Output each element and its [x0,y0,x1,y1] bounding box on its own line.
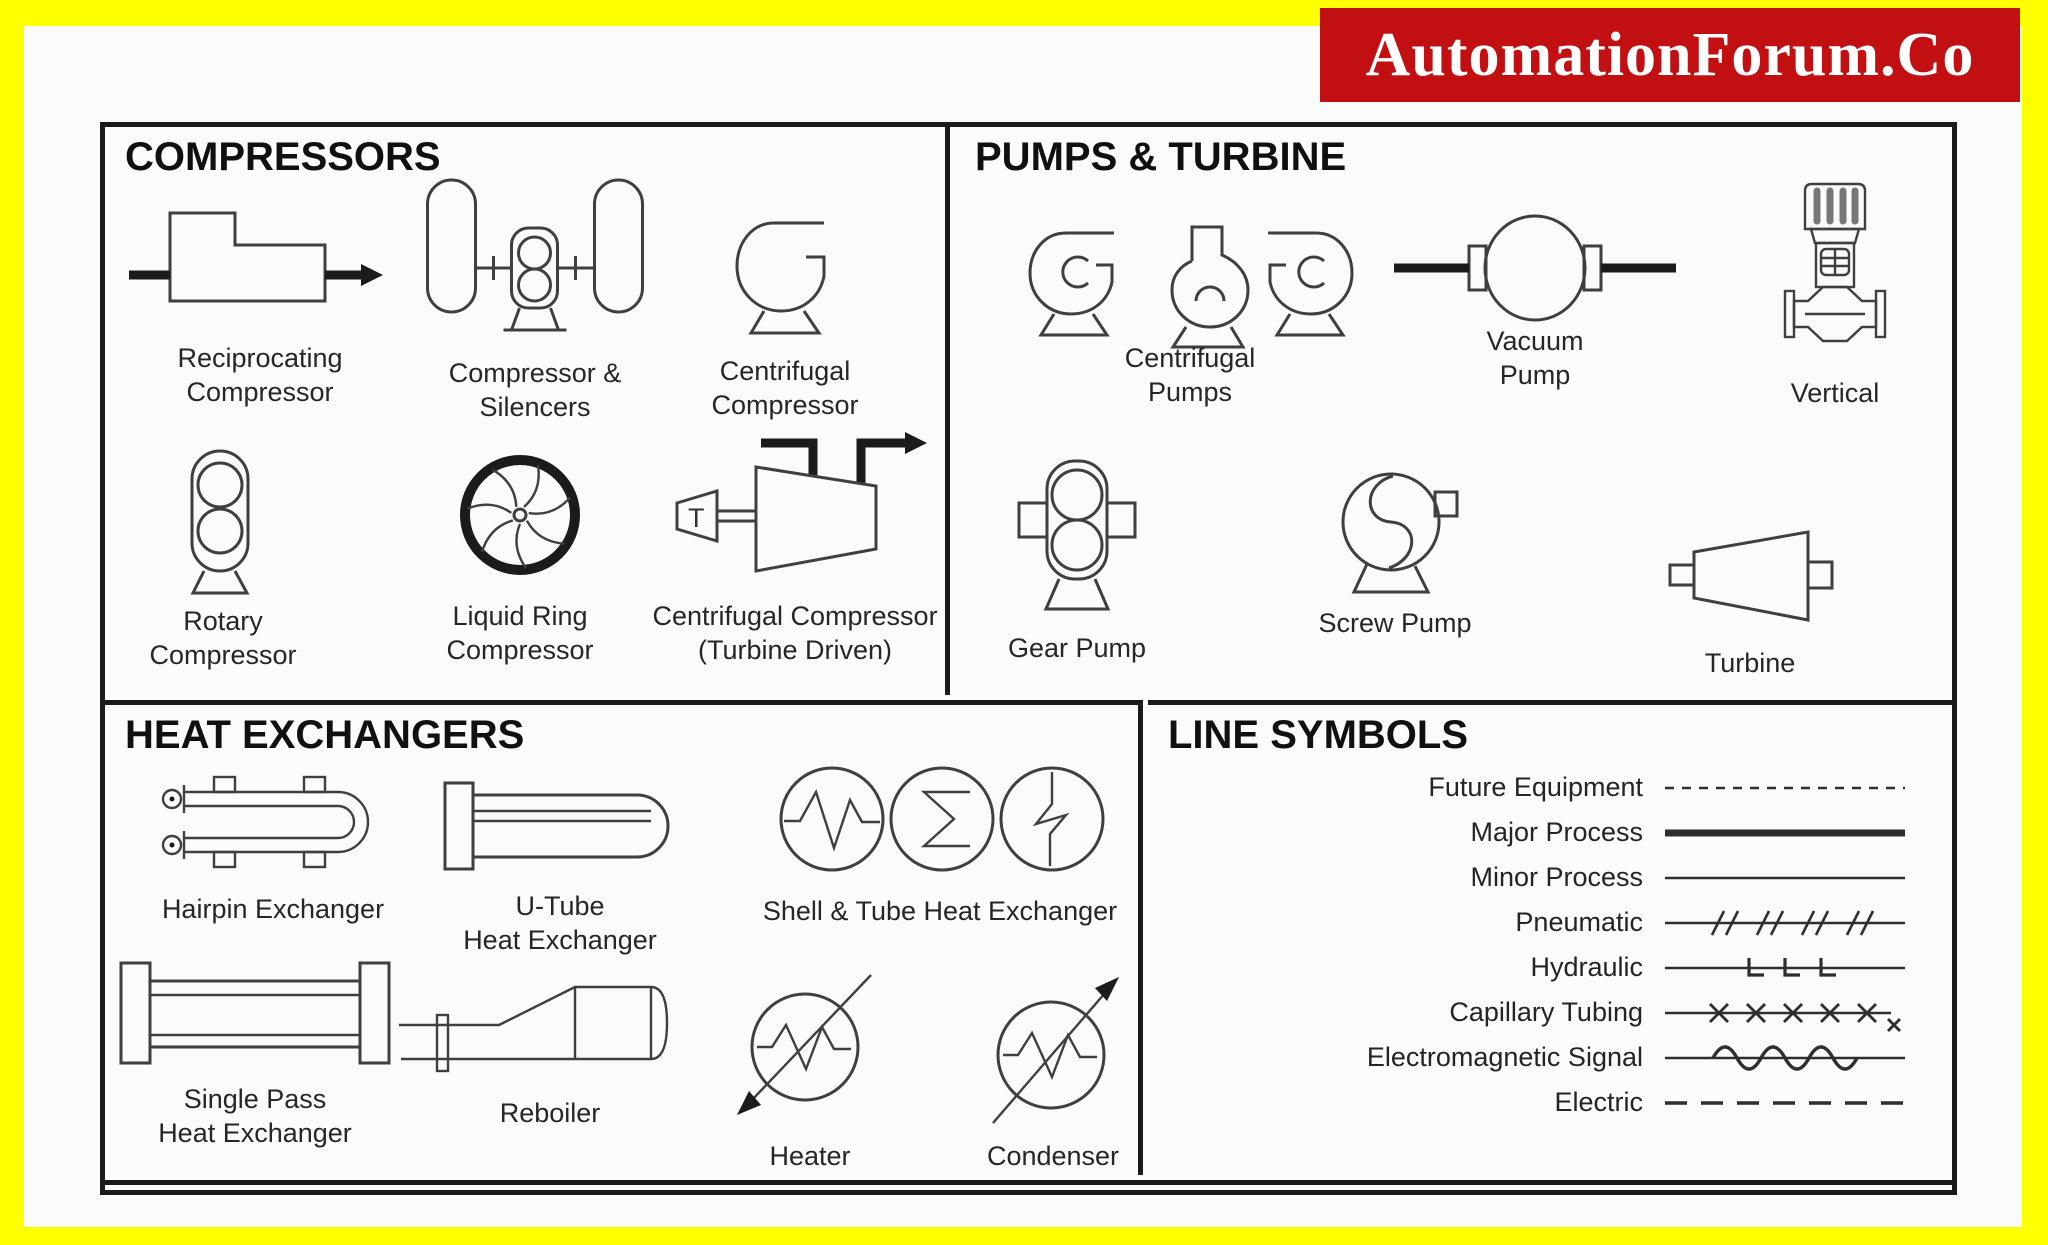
item-label: Screw Pump [1318,608,1472,638]
line-symbol-row: Electromagnetic Signal [1148,1035,1938,1080]
vacuum-pump-icon [1394,214,1676,322]
condenser-icon [992,977,1119,1124]
item-label: Gear Pump [1007,633,1147,663]
item-label: Centrifugal Compressor [711,356,859,420]
line-symbol-row: Major Process [1148,810,1938,855]
line-symbol-row: Pneumatic [1148,900,1938,945]
turbine-tag-letter: T [688,503,705,533]
rotary-compressor-icon [190,449,250,595]
capillary-tubing-line-sample [1665,1002,1901,1032]
page-background [24,26,2022,1227]
item-label: Shell & Tube Heat Exchanger [762,896,1118,926]
legend-bottom-stub-row [105,1180,1952,1190]
item-label: Single Pass Heat Exchanger [158,1084,352,1148]
item-label: Hairpin Exchanger [161,894,385,924]
centrifugal-pumps-icon [1028,225,1354,349]
line-symbol-label: Future Equipment [1428,772,1643,802]
future-equipment-line-sample [1665,786,1905,789]
panel-compressors-title: COMPRESSORS [125,135,441,179]
item-label: U-Tube Heat Exchanger [463,891,657,955]
item-label: Turbine [1704,648,1796,678]
panel-line-symbols-title: LINE SYMBOLS [1168,713,1469,757]
hairpin-exchanger-icon [161,775,370,869]
compressor-and-silencers-icon [426,178,644,332]
pneumatic-line-sample [1665,909,1905,936]
item-label: Reciprocating Compressor [177,343,343,407]
heater-icon [737,974,872,1115]
line-symbol-row: Minor Process [1148,855,1938,900]
line-symbol-row: Future Equipment [1148,765,1938,810]
line-symbol-label: Minor Process [1470,862,1643,892]
item-label: Condenser [986,1141,1120,1171]
line-symbol-row: Capillary Tubing [1148,990,1938,1035]
panel-pumps-turbine: PUMPS & TURBINE Centrifugal Pumps [955,127,1952,695]
line-symbol-label: Major Process [1470,817,1643,847]
single-pass-heat-exchanger-icon [119,961,391,1065]
reciprocating-compressor-icon [129,211,383,303]
panel-pumps-turbine-title: PUMPS & TURBINE [975,135,1347,179]
item-label: Rotary Compressor [149,606,297,670]
line-symbol-label: Capillary Tubing [1449,997,1643,1027]
centrifugal-compressor-icon [735,221,826,335]
line-symbol-row: Electric [1148,1080,1938,1125]
u-tube-heat-exchanger-icon [443,781,670,871]
item-label: Liquid Ring Compressor [446,601,594,665]
gear-pump-icon [1017,459,1137,611]
item-label: Vertical [1790,378,1880,408]
line-symbol-label: Hydraulic [1530,952,1643,982]
item-label: Compressor & Silencers [448,358,622,422]
item-label: Reboiler [499,1098,601,1128]
line-symbol-rows: Future Equipment Major Process Minor Pro… [1148,765,1938,1125]
hydraulic-line-sample [1665,957,1905,977]
electromagnetic-signal-line-sample [1665,1044,1905,1071]
centrifugal-compressor-turbine-driven-icon: T [675,432,927,573]
line-symbol-label: Electric [1554,1087,1643,1117]
minor-process-line-sample [1665,876,1905,879]
vertical-inline-pump-icon [1783,182,1887,343]
panel-heat-exchangers: HEAT EXCHANGERS Hairpin Exchanger U-Tube… [105,700,1143,1175]
item-label: Heater [769,1141,851,1171]
liquid-ring-compressor-icon [460,455,580,575]
line-symbol-label: Pneumatic [1515,907,1643,937]
shell-and-tube-heat-exchanger-icon [779,766,1105,872]
item-label: Centrifugal Pumps [1124,343,1256,407]
reboiler-icon [399,985,669,1073]
panel-compressors: COMPRESSORS Reciprocating Compressor Com… [105,127,950,695]
item-label: Vacuum Pump [1486,326,1584,390]
turbine-icon [1668,530,1834,622]
brand-banner-text: AutomationForum.Co [1365,20,1975,89]
screw-pump-icon [1341,472,1459,594]
brand-banner: AutomationForum.Co [1320,8,2020,102]
item-label: Centrifugal Compressor (Turbine Driven) [652,601,938,665]
panel-line-symbols: LINE SYMBOLS Future Equipment Major Proc… [1148,700,1952,1175]
major-process-line-sample [1665,829,1905,836]
line-symbol-row: Hydraulic [1148,945,1938,990]
electric-line-sample [1665,1100,1905,1105]
symbol-legend-table: COMPRESSORS Reciprocating Compressor Com… [100,122,1957,1195]
panel-heat-exchangers-title: HEAT EXCHANGERS [125,713,525,757]
line-symbol-label: Electromagnetic Signal [1366,1042,1643,1072]
